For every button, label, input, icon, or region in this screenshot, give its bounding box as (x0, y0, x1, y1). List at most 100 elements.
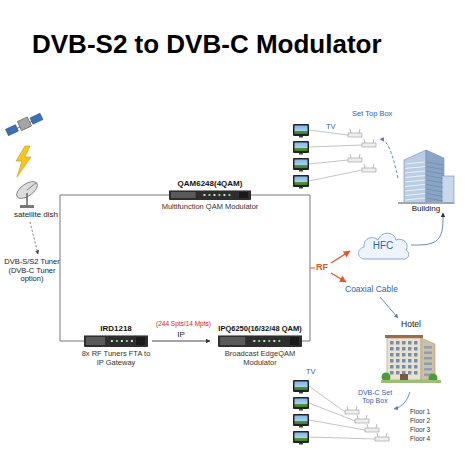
device-led (258, 340, 260, 342)
window-row (427, 194, 443, 197)
signal-bracket (60, 195, 310, 341)
annotation-label: TV (326, 123, 336, 132)
hotel-window (408, 341, 412, 345)
node-heading: Building (392, 204, 460, 213)
tv (293, 158, 309, 172)
tv (293, 124, 309, 138)
node-heading: Hotel (376, 320, 446, 329)
device-led (228, 194, 230, 196)
hotel-window (402, 353, 406, 357)
annotation-label: TV (306, 368, 316, 377)
window-row (405, 162, 425, 164)
window-row (405, 185, 425, 187)
set-top-box (348, 154, 362, 162)
set-top-box (348, 129, 362, 137)
tv (293, 397, 309, 411)
tv (293, 431, 309, 445)
set-top-box (355, 415, 369, 423)
node-caption: Multifunction QAM Modulator (158, 202, 262, 211)
building-graphic (396, 146, 456, 204)
device-port (290, 337, 299, 345)
device-led (268, 340, 270, 342)
annotation-label: DVB-S/S2 Tuner (DVB-C Tuner option) (2, 258, 62, 284)
device-port (239, 192, 248, 198)
satellite-body (17, 117, 31, 131)
hotel-window (408, 347, 412, 351)
hotel-window (408, 359, 412, 363)
connector (411, 213, 443, 245)
hotel-window (414, 371, 418, 375)
tv-cable (309, 145, 362, 147)
hotel-graphic (381, 330, 441, 384)
hotel-window (414, 353, 418, 357)
connector (152, 341, 210, 342)
device-chassis (84, 335, 148, 347)
window-row (427, 189, 443, 192)
rack-device (84, 335, 148, 347)
set-top-box (375, 433, 389, 441)
window-row (427, 171, 443, 174)
rf-arrow (331, 251, 350, 263)
device-port (136, 337, 145, 345)
device-led (203, 194, 205, 196)
building-node: Building (392, 146, 460, 213)
hotel-window (390, 341, 394, 345)
dish-icon (14, 178, 41, 208)
annex (442, 176, 454, 204)
solar-panel (6, 125, 19, 136)
annotation-label: Coaxial Cable (345, 285, 398, 295)
hotel-roof (385, 335, 423, 338)
hotel-node: Hotel (376, 320, 446, 384)
solar-panel (30, 113, 43, 124)
wire (60, 341, 84, 342)
hotel-window (396, 347, 400, 351)
device-panel (86, 337, 105, 345)
edge-label: IP (177, 330, 185, 339)
hotel-window (414, 347, 418, 351)
dish-stand (26, 193, 28, 205)
window-row (405, 198, 425, 200)
tv (293, 414, 309, 428)
window-row (405, 180, 425, 182)
window-row (405, 176, 425, 178)
hotel-window (414, 341, 418, 345)
cloud-outline (358, 233, 408, 259)
hotel-window (408, 365, 412, 369)
hotel-arrow (394, 392, 410, 409)
node-heading: HFC (373, 241, 394, 250)
node-heading: IPQ6250(16/32/48 QAM) (210, 324, 310, 333)
device-led (126, 340, 128, 342)
annotation-label: Floor 4 (410, 435, 430, 442)
node-heading: IRD1218 (80, 324, 152, 333)
building-arrow (380, 139, 398, 178)
device-led (213, 194, 215, 196)
hotel-window (414, 365, 418, 369)
annotation-label: (244 Spts/14 Mpts) (156, 320, 211, 327)
window-row (427, 198, 443, 201)
annotation-label: satellite dish (2, 210, 70, 219)
device-panel (220, 337, 245, 345)
hotel-window (396, 341, 400, 345)
device-led (253, 340, 255, 342)
hotel-window (424, 357, 432, 360)
device-led (121, 340, 123, 342)
hotel-door (400, 374, 408, 380)
window-row (427, 185, 443, 188)
tv-cable (309, 386, 345, 412)
hotel-window (396, 365, 400, 369)
window-row (427, 176, 443, 179)
tower-face (404, 150, 426, 204)
annotation-label: Set Top Box (352, 110, 392, 119)
set-top-box (362, 164, 376, 172)
window-row (405, 171, 425, 173)
device-led (273, 340, 275, 342)
annotation-label: Floor 1 (410, 408, 430, 415)
ground (398, 202, 454, 204)
hotel-window (408, 371, 412, 375)
tv (293, 141, 309, 155)
hotel-window (424, 346, 432, 349)
device-edge (218, 335, 302, 336)
device-led (218, 194, 220, 196)
device-node: IPQ6250(16/32/48 QAM)Broadcast EdgeQAM M… (210, 324, 310, 367)
